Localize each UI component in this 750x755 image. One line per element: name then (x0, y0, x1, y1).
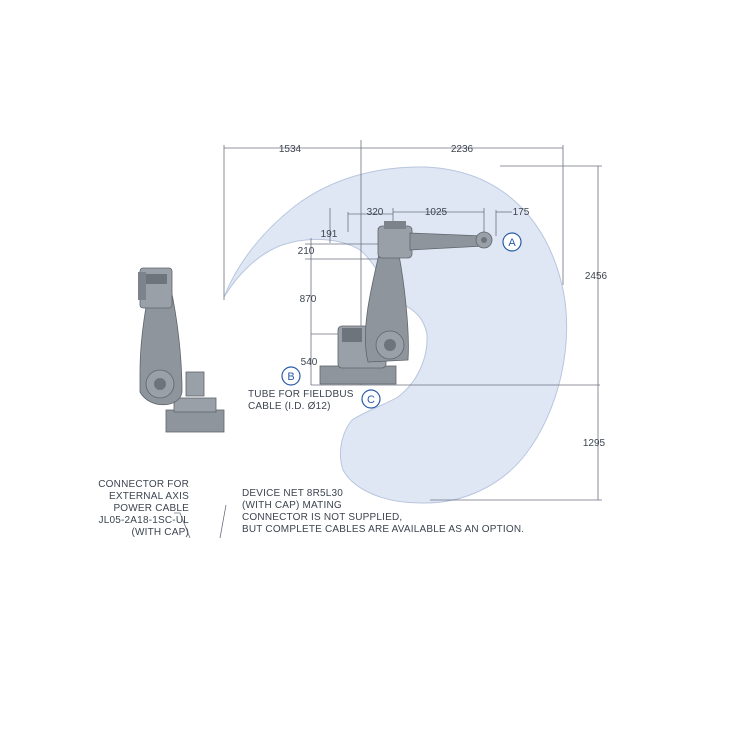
dim-1025: 1025 (425, 207, 448, 218)
dim-210: 210 (298, 246, 315, 257)
dim-191: 191 (321, 229, 338, 240)
dim-1295: 1295 (583, 438, 606, 449)
dim-1534: 1534 (279, 144, 302, 155)
robot-side-view (319, 221, 493, 385)
svg-text:A: A (508, 237, 516, 249)
dim-870: 870 (300, 294, 317, 305)
note-external-axis-connector: CONNECTOR FOR EXTERNAL AXIS POWER CABLE … (98, 479, 189, 538)
dim-320: 320 (367, 207, 384, 218)
dim-540: 540 (301, 357, 318, 368)
leader-lines (174, 504, 227, 539)
work-envelope (223, 166, 568, 504)
marker-a: A (502, 232, 522, 252)
dim-2236: 2236 (451, 144, 474, 155)
robot-rear-view (138, 267, 225, 433)
dim-2456: 2456 (585, 271, 608, 282)
svg-text:B: B (287, 371, 294, 383)
svg-text:C: C (367, 394, 375, 406)
note-devicenet-connector: DEVICE NET 8R5L30 (WITH CAP) MATING CONN… (242, 488, 525, 535)
note-fieldbus-tube: TUBE FOR FIELDBUS CABLE (I.D. Ø12) (248, 389, 354, 412)
dim-175: 175 (513, 207, 530, 218)
marker-c: C (361, 389, 381, 409)
marker-b: B (281, 366, 301, 386)
